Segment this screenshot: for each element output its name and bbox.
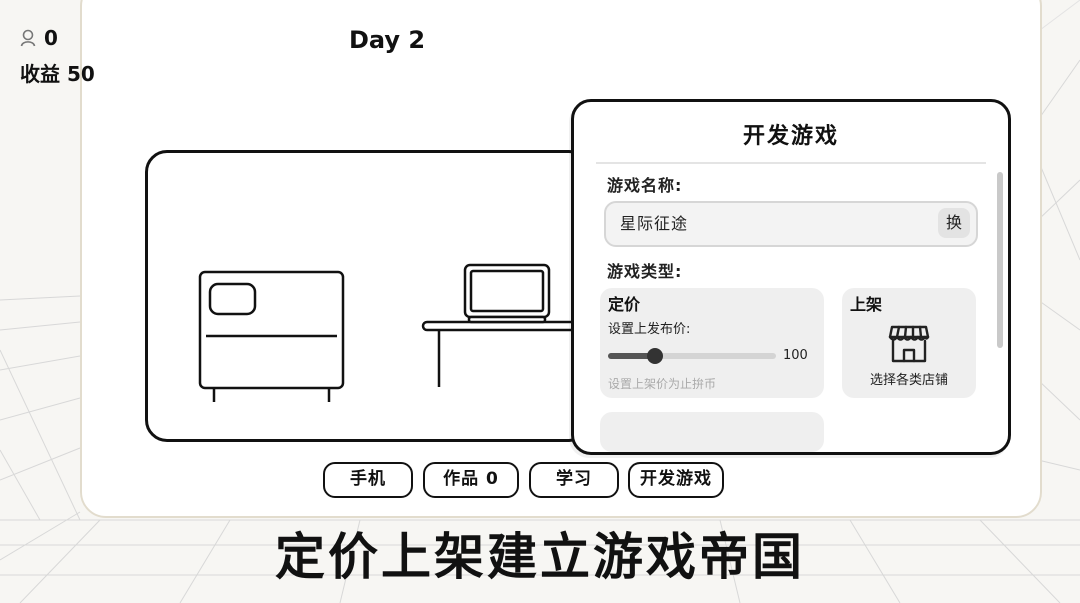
income-stat: 收益 50 — [20, 62, 95, 86]
pricing-title: 定价 — [608, 295, 641, 314]
develop-game-button[interactable]: 开发游戏 — [628, 462, 724, 498]
phone-button[interactable]: 手机 — [323, 462, 413, 498]
fans-count: 0 — [44, 26, 58, 50]
promo-slogan: 定价上架建立游戏帝国 — [275, 528, 805, 586]
person-icon — [20, 29, 36, 47]
game-name-value: 星际征途 — [620, 214, 689, 233]
game-type-label: 游戏类型: — [607, 262, 683, 281]
game-name-field[interactable]: 星际征途 换 — [604, 201, 978, 247]
desk-drawing — [421, 320, 585, 387]
shelf-card[interactable]: 上架 选择各类店铺 — [842, 288, 976, 398]
laptop-drawing — [463, 263, 551, 324]
panel-scrollbar[interactable] — [997, 172, 1003, 348]
room-illustration — [198, 263, 585, 402]
panel-divider — [596, 162, 986, 164]
bed-drawing — [198, 270, 345, 402]
fans-stat: 0 — [20, 26, 58, 50]
learn-button[interactable]: 学习 — [529, 462, 619, 498]
price-label: 设置上发布价: — [608, 322, 691, 337]
room-scene — [145, 150, 591, 442]
pricing-card: 定价 设置上发布价: 100 设置上架价为止拚币 — [600, 288, 824, 398]
panel-title: 开发游戏 — [742, 124, 839, 149]
day-counter: Day 2 — [349, 26, 426, 54]
game-name-label: 游戏名称: — [607, 176, 683, 195]
swap-name-button[interactable]: 换 — [938, 208, 970, 238]
slider-fill — [608, 353, 656, 359]
next-card — [600, 412, 824, 452]
shelf-label: 选择各类店铺 — [869, 373, 948, 388]
price-slider[interactable] — [608, 348, 776, 364]
develop-game-panel: 开发游戏 游戏名称: 星际征途 换 游戏类型: 定价 设置上发布价: 100 设… — [571, 99, 1011, 455]
price-value: 100 — [783, 348, 808, 363]
shelf-title: 上架 — [850, 295, 883, 314]
store-icon — [888, 325, 930, 363]
works-button[interactable]: 作品 0 — [423, 462, 519, 498]
slider-track — [608, 353, 776, 359]
price-hint: 设置上架价为止拚币 — [608, 377, 717, 391]
slider-thumb[interactable] — [647, 348, 664, 364]
